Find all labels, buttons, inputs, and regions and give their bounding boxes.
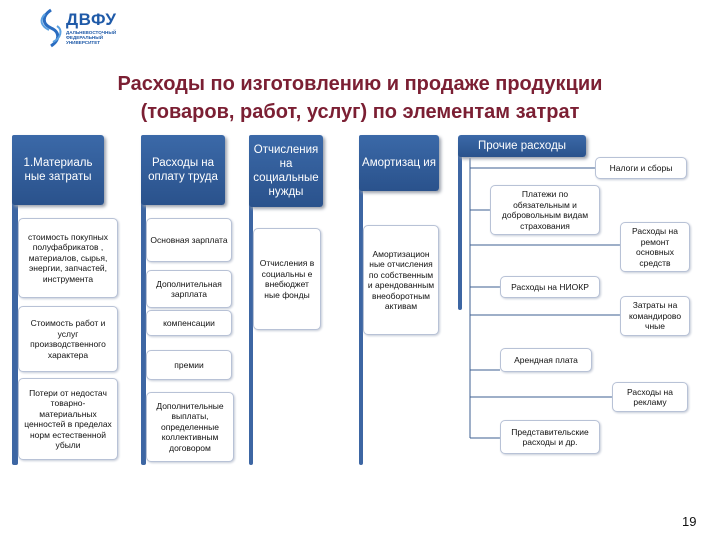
column-5-band (458, 150, 462, 310)
logo-subtitle: ДАЛЬНЕВОСТОЧНЫЙ ФЕДЕРАЛЬНЫЙ УНИВЕРСИТЕТ (66, 30, 117, 46)
page-title: Расходы по изготовлению и продаже продук… (0, 70, 720, 126)
item-bonuses: премии (146, 350, 232, 380)
column-3-band (249, 135, 253, 465)
header-depreciation: Амортизац ия (359, 135, 439, 191)
column-4-band (359, 135, 363, 465)
title-line-1: Расходы по изготовлению и продаже продук… (117, 73, 603, 95)
column-2-band (141, 135, 146, 465)
item-representation-expenses: Представительские расходы и др. (500, 420, 600, 454)
header-material-costs: 1.Материаль ные затраты (12, 135, 104, 205)
item-extra-budgetary-funds: Отчисления в социальны е внебюджет ные ф… (253, 228, 321, 330)
item-shortage-losses: Потери от недостач товарно-материальных … (18, 378, 118, 460)
item-advertising: Расходы на рекламу (612, 382, 688, 412)
item-taxes-fees: Налоги и сборы (595, 157, 687, 179)
logo-name: ДВФУ (66, 10, 117, 29)
item-insurance-payments: Платежи по обязательным и добровольным в… (490, 185, 600, 235)
header-labor-costs: Расходы на оплату труда (141, 135, 225, 205)
item-additional-salary: Дополнительная зарплата (146, 270, 232, 308)
item-purchased-materials: стоимость покупных полуфабрикатов , мате… (18, 218, 118, 298)
column-1-band (12, 135, 18, 465)
item-extra-payments: Дополнительные выплаты, определенные кол… (146, 392, 234, 462)
item-rnd-expenses: Расходы на НИОКР (500, 276, 600, 298)
item-depreciation-charges: Амортизацион ные отчисления по собственн… (363, 225, 439, 335)
item-fixed-asset-repair: Расходы на ремонт основных средств (620, 222, 690, 272)
university-logo: ДВФУ ДАЛЬНЕВОСТОЧНЫЙ ФЕДЕРАЛЬНЫЙ УНИВЕРС… (38, 8, 148, 50)
header-social-contributions: Отчисления на социальные нужды (249, 135, 323, 207)
item-compensation: компенсации (146, 310, 232, 336)
logo-emblem-icon (40, 8, 62, 48)
title-line-2: (товаров, работ, услуг) по элементам зат… (140, 101, 580, 123)
page-number: 19 (682, 514, 697, 529)
item-rent: Арендная плата (500, 348, 592, 372)
header-other-expenses: Прочие расходы (458, 135, 586, 157)
item-base-salary: Основная зарплата (146, 218, 232, 262)
item-production-services: Стоимость работ и услуг производственног… (18, 306, 118, 372)
item-travel-expenses: Затраты на командирово чные (620, 296, 690, 336)
